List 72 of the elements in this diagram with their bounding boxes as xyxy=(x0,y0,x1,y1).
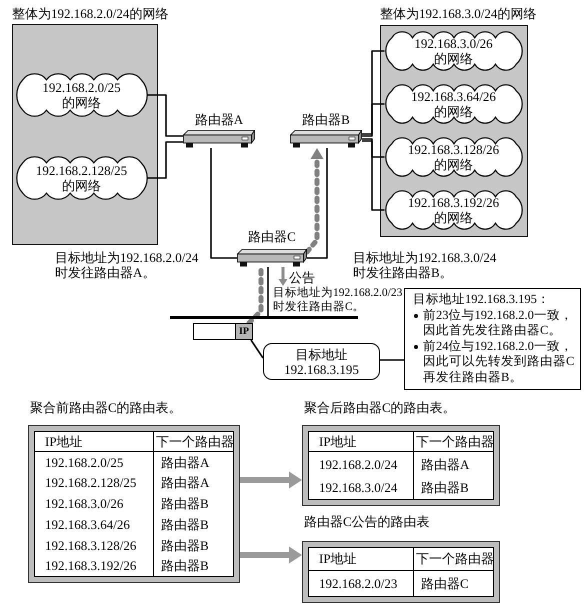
connector-line xyxy=(380,359,404,361)
callout-box xyxy=(263,343,380,380)
network-cloud xyxy=(384,30,522,70)
column-header: 下一个路由器 xyxy=(414,548,494,570)
table-heading: 聚合前路由器C的路由表。 xyxy=(30,400,182,416)
network-line xyxy=(170,316,358,319)
callout-text: 目标地址192.168.3.195 xyxy=(284,346,359,376)
router-label: 路由器A xyxy=(194,112,244,127)
router-name: 路由器A xyxy=(414,452,494,476)
network-cloud xyxy=(16,156,148,200)
column-header: IP地址 xyxy=(308,432,414,452)
connector-line xyxy=(362,138,384,158)
connector-line xyxy=(267,267,269,316)
network-cloud xyxy=(384,190,522,230)
connector-line xyxy=(307,148,328,259)
ip-address: 192.168.3.128/26 xyxy=(34,534,154,556)
router-name: 路由器B xyxy=(154,514,234,535)
ip-address: 192.168.2.0/25 xyxy=(34,452,154,472)
ip-address: 192.168.3.64/26 xyxy=(34,514,154,535)
routing-note: 目标地址为192.168.3.0/24时发往路由器B。 xyxy=(353,250,498,280)
router-name: 路由器A xyxy=(154,472,234,494)
connector-line xyxy=(362,50,384,135)
cloud-label: 192.168.3.128/26的网络 xyxy=(406,142,500,172)
area-heading: 整体为192.168.3.0/24的网络 xyxy=(380,6,536,22)
connector-line xyxy=(250,340,264,358)
cloud-label: 192.168.3.192/26的网络 xyxy=(406,194,500,224)
area-heading: 整体为192.168.2.0/24的网络 xyxy=(12,6,168,22)
cloud-label: 192.168.2.128/25的网络 xyxy=(34,162,128,192)
router-name: 路由器B xyxy=(154,556,234,576)
table-heading: 路由器C公告的路由表 xyxy=(304,514,430,530)
ip-address: 192.168.3.0/24 xyxy=(308,476,414,500)
cloud-label: 192.168.3.64/26的网络 xyxy=(410,88,497,118)
network-cloud xyxy=(384,136,522,176)
cloud-label: 192.168.3.0/26的网络 xyxy=(413,36,494,66)
connector-line xyxy=(362,103,384,137)
connector-line xyxy=(210,148,237,259)
cloud-label: 192.168.2.0/25的网络 xyxy=(41,80,122,110)
ip-packet xyxy=(193,323,253,340)
packet-header: IP xyxy=(235,324,252,339)
column-header: 下一个路由器 xyxy=(414,432,494,452)
router-name: 路由器B xyxy=(414,476,494,500)
network-cloud xyxy=(384,84,522,124)
block-arrow xyxy=(240,472,302,488)
router-label: 路由器B xyxy=(302,112,350,127)
edge-label: 公告 xyxy=(288,270,316,285)
router-name: 路由器C xyxy=(414,570,494,596)
column-header: IP地址 xyxy=(34,432,154,452)
column-header: 下一个路由器 xyxy=(154,432,234,452)
routing-note: 目标地址为192.168.2.0/23时发往路由器C。 xyxy=(273,286,404,314)
network-cloud xyxy=(16,72,148,116)
ip-address: 192.168.2.128/25 xyxy=(34,472,154,494)
note-box xyxy=(404,288,581,390)
connector-line xyxy=(148,141,183,179)
arrow xyxy=(278,267,288,286)
bullet-text: 前24位与192.168.2.0一致，因此可以先转发到路由器C再发往路由器B。 xyxy=(423,338,576,385)
ip-address: 192.168.3.192/26 xyxy=(34,556,154,576)
dotted-arrow xyxy=(304,148,324,254)
routing-note: 目标地址为192.168.2.0/24时发往路由器A。 xyxy=(55,250,200,280)
bullet-text: 前23位与192.168.2.0一致，因此首先发往路由器C。 xyxy=(423,308,574,338)
router-name: 路由器B xyxy=(154,534,234,556)
router-name: 路由器A xyxy=(154,452,234,472)
table-heading: 聚合后路由器C的路由表。 xyxy=(304,400,456,416)
ip-address: 192.168.3.0/26 xyxy=(34,493,154,514)
connector-line xyxy=(148,94,183,137)
column-header: IP地址 xyxy=(308,548,414,570)
connector-line xyxy=(362,140,384,211)
block-arrow xyxy=(240,546,302,564)
router-label: 路由器C xyxy=(248,229,296,244)
router-name: 路由器B xyxy=(154,493,234,514)
ip-address: 192.168.2.0/24 xyxy=(308,452,414,476)
note-heading: 目标地址192.168.3.195： xyxy=(413,292,551,308)
ip-address: 192.168.2.0/23 xyxy=(308,570,414,596)
